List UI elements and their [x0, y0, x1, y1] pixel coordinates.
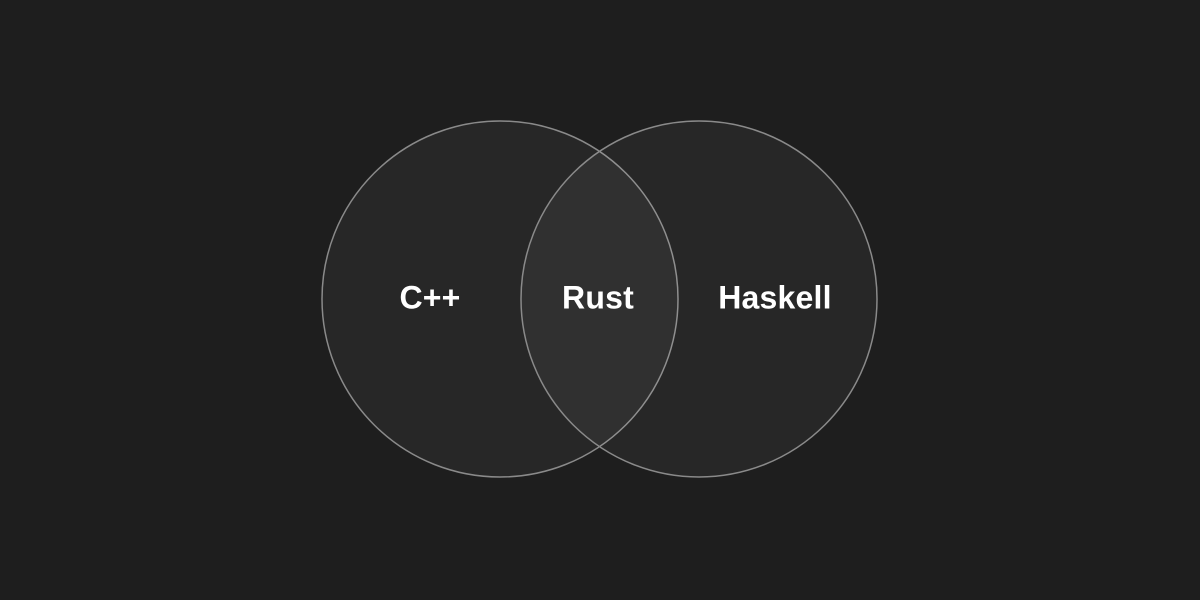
- venn-label-intersection: Rust: [562, 279, 634, 315]
- venn-circle-right[interactable]: [520, 120, 878, 478]
- venn-label-left: C++: [399, 279, 460, 315]
- venn-circle-left[interactable]: [321, 120, 679, 478]
- venn-label-right: Haskell: [718, 279, 831, 315]
